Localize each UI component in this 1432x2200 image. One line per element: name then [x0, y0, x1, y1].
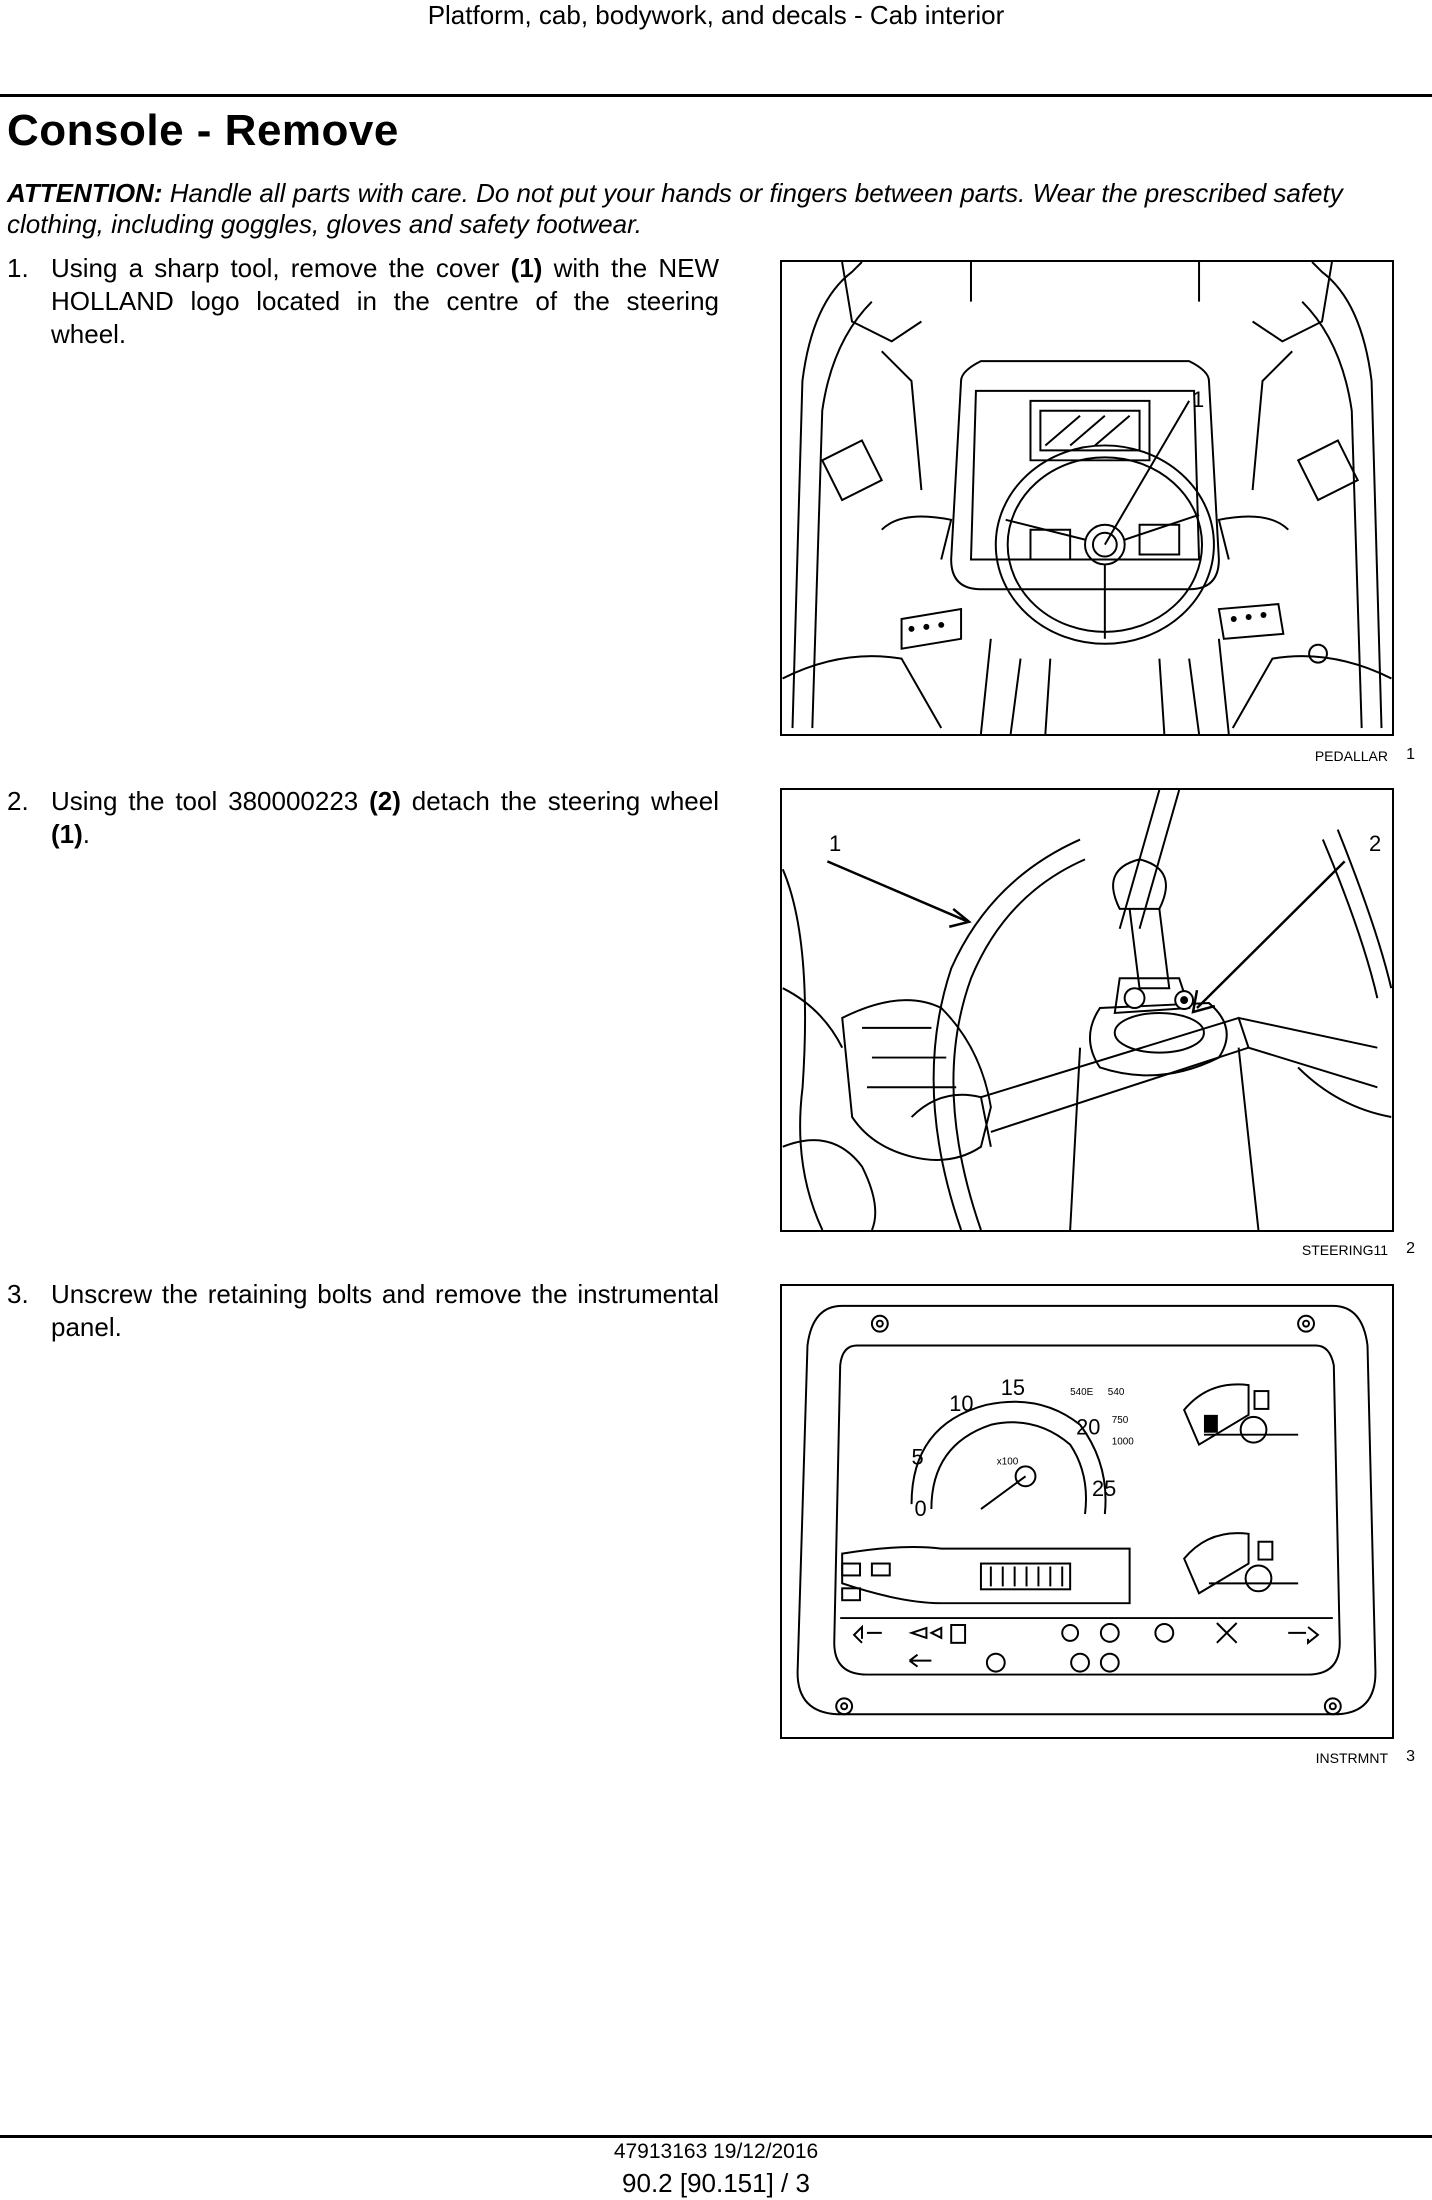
figure-steering-wheel-removal: 1 2: [780, 788, 1394, 1232]
instrument-panel-illustration: 0 5 10 15 20 25 x100 540E 540 750 1000: [796, 1304, 1377, 1716]
step-2: 2. Using the tool 380000223 (2) detach t…: [7, 785, 719, 851]
svg-text:0: 0: [915, 1496, 927, 1521]
svg-text:750: 750: [1112, 1415, 1129, 1426]
step-text: Using the tool 380000223 (2) detach the …: [51, 786, 719, 849]
steering-wheel-removal-illustration: [782, 790, 1392, 1230]
step-text: Unscrew the retaining bolts and remove t…: [51, 1279, 719, 1342]
attention-notice: ATTENTION: Handle all parts with care. D…: [7, 178, 1427, 240]
svg-text:15: 15: [1001, 1375, 1025, 1400]
svg-text:1000: 1000: [1112, 1437, 1135, 1448]
pto-speed-labels: 540E 540 750 1000: [1070, 1387, 1134, 1448]
attention-text: Handle all parts with care. Do not put y…: [7, 178, 1343, 239]
page-reference: 90.2 [90.151] / 3: [622, 2168, 810, 2198]
steering-console-illustration: [782, 262, 1392, 734]
figure-number: 3: [1406, 1748, 1415, 1765]
svg-text:540: 540: [1108, 1387, 1125, 1398]
svg-text:20: 20: [1076, 1415, 1100, 1440]
running-header: Platform, cab, bodywork, and decals - Ca…: [427, 0, 1005, 30]
figure-steering-console: 1: [780, 260, 1394, 736]
step-number: 3.: [7, 1279, 29, 1309]
svg-text:10: 10: [949, 1391, 973, 1416]
header-rule: [0, 94, 1432, 97]
step-number: 1.: [7, 253, 29, 283]
footer-rule: [0, 2135, 1432, 2138]
svg-text:25: 25: [1092, 1476, 1116, 1501]
figure-caption: STEERING11: [1301, 1242, 1388, 1258]
tachometer-scale: 0 5 10 15 20 25 x100: [912, 1375, 1117, 1521]
step-number: 2.: [7, 786, 29, 816]
figure-caption: PEDALLAR: [1314, 748, 1388, 764]
step-text: Using a sharp tool, remove the cover (1)…: [51, 253, 719, 349]
figure-instrument-panel: 0 5 10 15 20 25 x100 540E 540 750 1000: [780, 1284, 1394, 1739]
figure-caption: INSTRMNT: [1315, 1750, 1388, 1766]
figure-number: 2: [1406, 1240, 1415, 1257]
figure-number: 1: [1406, 746, 1415, 763]
step-3: 3. Unscrew the retaining bolts and remov…: [7, 1278, 719, 1344]
svg-text:5: 5: [912, 1444, 924, 1469]
svg-text:540E: 540E: [1070, 1387, 1094, 1398]
document-id: 47913163 19/12/2016: [613, 2140, 819, 2163]
page-title: Console - Remove: [7, 106, 399, 155]
step-1: 1. Using a sharp tool, remove the cover …: [7, 252, 719, 351]
svg-text:x100: x100: [997, 1456, 1019, 1467]
attention-label: ATTENTION:: [7, 178, 163, 208]
